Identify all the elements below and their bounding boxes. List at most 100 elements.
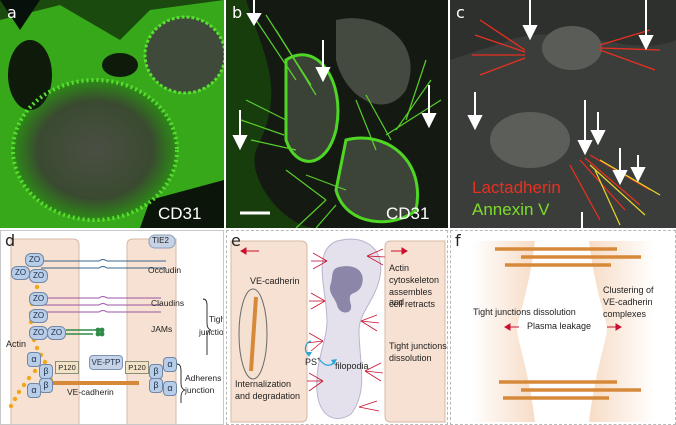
beta-catenin-right-top: β — [149, 364, 163, 379]
beta-catenin-left-bottom: β — [39, 378, 53, 393]
panel-a-letter: a — [7, 3, 17, 22]
panel-a-micrograph: a CD31 — [0, 0, 224, 228]
zo-label: ZO — [32, 328, 45, 337]
p120-label: P120 — [128, 363, 146, 372]
p120-left: P120 — [55, 361, 79, 374]
panel-b-letter: b — [232, 3, 243, 22]
panel-a-image — [0, 0, 224, 228]
e-filopodia-label: filopodia — [335, 361, 369, 371]
zo-label: ZO — [28, 255, 41, 264]
zo-protein-7: ZO — [47, 326, 66, 340]
ve-ptp-label: VE-PTP — [91, 358, 121, 367]
alpha-catenin-left-top: α — [27, 352, 41, 367]
e-actin-label-4: cell retracts — [389, 299, 436, 309]
adherens-junction-brace — [176, 363, 186, 403]
e-vecadherin-label: VE-cadherin — [250, 276, 300, 286]
e-internalization-label-2: and degradation — [235, 391, 301, 401]
occludin-strands — [41, 259, 166, 269]
e-actin-label-2: cytoskeleton — [389, 275, 440, 285]
ve-cadherin-clusters-top — [495, 247, 641, 267]
f-clustering-label-1: Clustering of — [603, 285, 654, 295]
beta-label: β — [43, 366, 49, 376]
activated-platelet — [316, 238, 382, 420]
panel-e-diagram: e VE-cadherin Internalization and degrad… — [226, 230, 448, 425]
zo-protein-1: ZO — [25, 253, 44, 267]
p120-right: P120 — [125, 361, 149, 374]
zo-label: ZO — [32, 294, 45, 303]
zo-protein-2: ZO — [11, 266, 30, 280]
ve-cadherin-bar — [47, 381, 139, 385]
panel-b-micrograph: b CD31 — [226, 0, 448, 228]
f-clustering-label-2: VE-cadherin — [603, 297, 653, 307]
occludin-label: Occludin — [148, 265, 182, 275]
zo-label: ZO — [32, 271, 45, 280]
panel-b-stain-label: CD31 — [386, 204, 430, 223]
zo-label: ZO — [32, 311, 45, 320]
panel-f-svg — [471, 241, 655, 422]
panel-c-image — [450, 0, 676, 228]
tight-junction-brace — [202, 298, 212, 355]
e-actin-label-3: assembles and — [389, 287, 433, 307]
adherens-junction-label-1: Adherens — [185, 373, 222, 383]
ve-cadherin-label: VE-cadherin — [67, 387, 114, 397]
panel-f-diagram: f Tight junctions dissolution Plasma lea… — [450, 230, 676, 425]
panel-a-stain-label: CD31 — [158, 204, 202, 223]
separation-arrows — [504, 323, 622, 331]
zo-protein-4: ZO — [29, 292, 48, 306]
f-clustering-label-3: complexes — [603, 309, 647, 319]
jams-label: JAMs — [151, 324, 173, 334]
right-cell — [589, 241, 655, 422]
panel-e-svg — [230, 238, 446, 423]
e-tj-label-2: dissolution — [389, 353, 432, 363]
zo-label: ZO — [14, 268, 27, 277]
beta-catenin-left-top: β — [39, 364, 53, 379]
jam-knot — [95, 327, 105, 337]
p120-label: P120 — [58, 363, 76, 372]
panel-c-letter: c — [456, 3, 465, 22]
f-tj-dissolution-label: Tight junctions dissolution — [473, 307, 576, 317]
zo-protein-3: ZO — [29, 269, 48, 283]
e-actin-label-1: Actin — [389, 263, 410, 273]
beta-catenin-right-bottom: β — [149, 378, 163, 393]
ve-ptp: VE-PTP — [89, 355, 123, 370]
alpha-catenin-right-bottom: α — [163, 381, 177, 396]
panel-c-legend-lactadherin: Lactadherin — [472, 178, 561, 197]
panel-c-legend-annexin: Annexin V — [472, 200, 550, 219]
alpha-label: α — [31, 385, 37, 395]
zo-protein-5: ZO — [29, 309, 48, 323]
zo-label: ZO — [50, 328, 63, 337]
panel-d-letter: d — [5, 231, 16, 250]
alpha-label: α — [31, 354, 37, 364]
adherens-junction-label-2: junction — [185, 385, 215, 395]
claudins-label: Claudins — [151, 298, 185, 308]
alpha-catenin-right-top: α — [163, 357, 177, 372]
panel-c-micrograph: c Lactadherin Annexin V — [450, 0, 676, 228]
retraction-arrows — [240, 247, 408, 255]
alpha-catenin-left-bottom: α — [27, 383, 41, 398]
panel-d-diagram: d TIE2 ZO ZO ZO ZO ZO ZO ZO Occludin Cla… — [0, 230, 224, 425]
f-plasma-leakage-label: Plasma leakage — [527, 321, 592, 331]
tight-junction-label-1: Tight — [209, 314, 223, 324]
tie2-label: TIE2 — [152, 236, 169, 245]
zo-protein-6: ZO — [29, 326, 48, 340]
tight-junction-label-2: junction — [199, 327, 224, 337]
filopodia-spikes — [306, 248, 386, 412]
alpha-label: α — [167, 359, 173, 369]
platelet-granules — [329, 266, 363, 313]
actin-label: Actin — [6, 339, 27, 349]
beta-label: β — [153, 366, 159, 376]
internalized-ve-cadherin — [249, 296, 258, 372]
panel-b-image — [226, 0, 448, 228]
tie2-receptor — [148, 234, 176, 249]
e-ps-label: PS+ — [305, 357, 321, 367]
panel-f-letter: f — [455, 231, 461, 250]
right-cell — [384, 240, 446, 423]
ps-superscript: + — [317, 357, 321, 363]
ve-cadherin-clusters-bottom — [499, 380, 641, 400]
beta-label: β — [153, 380, 159, 390]
beta-label: β — [43, 380, 49, 390]
left-cell — [471, 241, 535, 422]
alpha-label: α — [167, 383, 173, 393]
claudin-strands — [41, 296, 161, 313]
e-internalization-label-1: Internalization — [235, 379, 292, 389]
